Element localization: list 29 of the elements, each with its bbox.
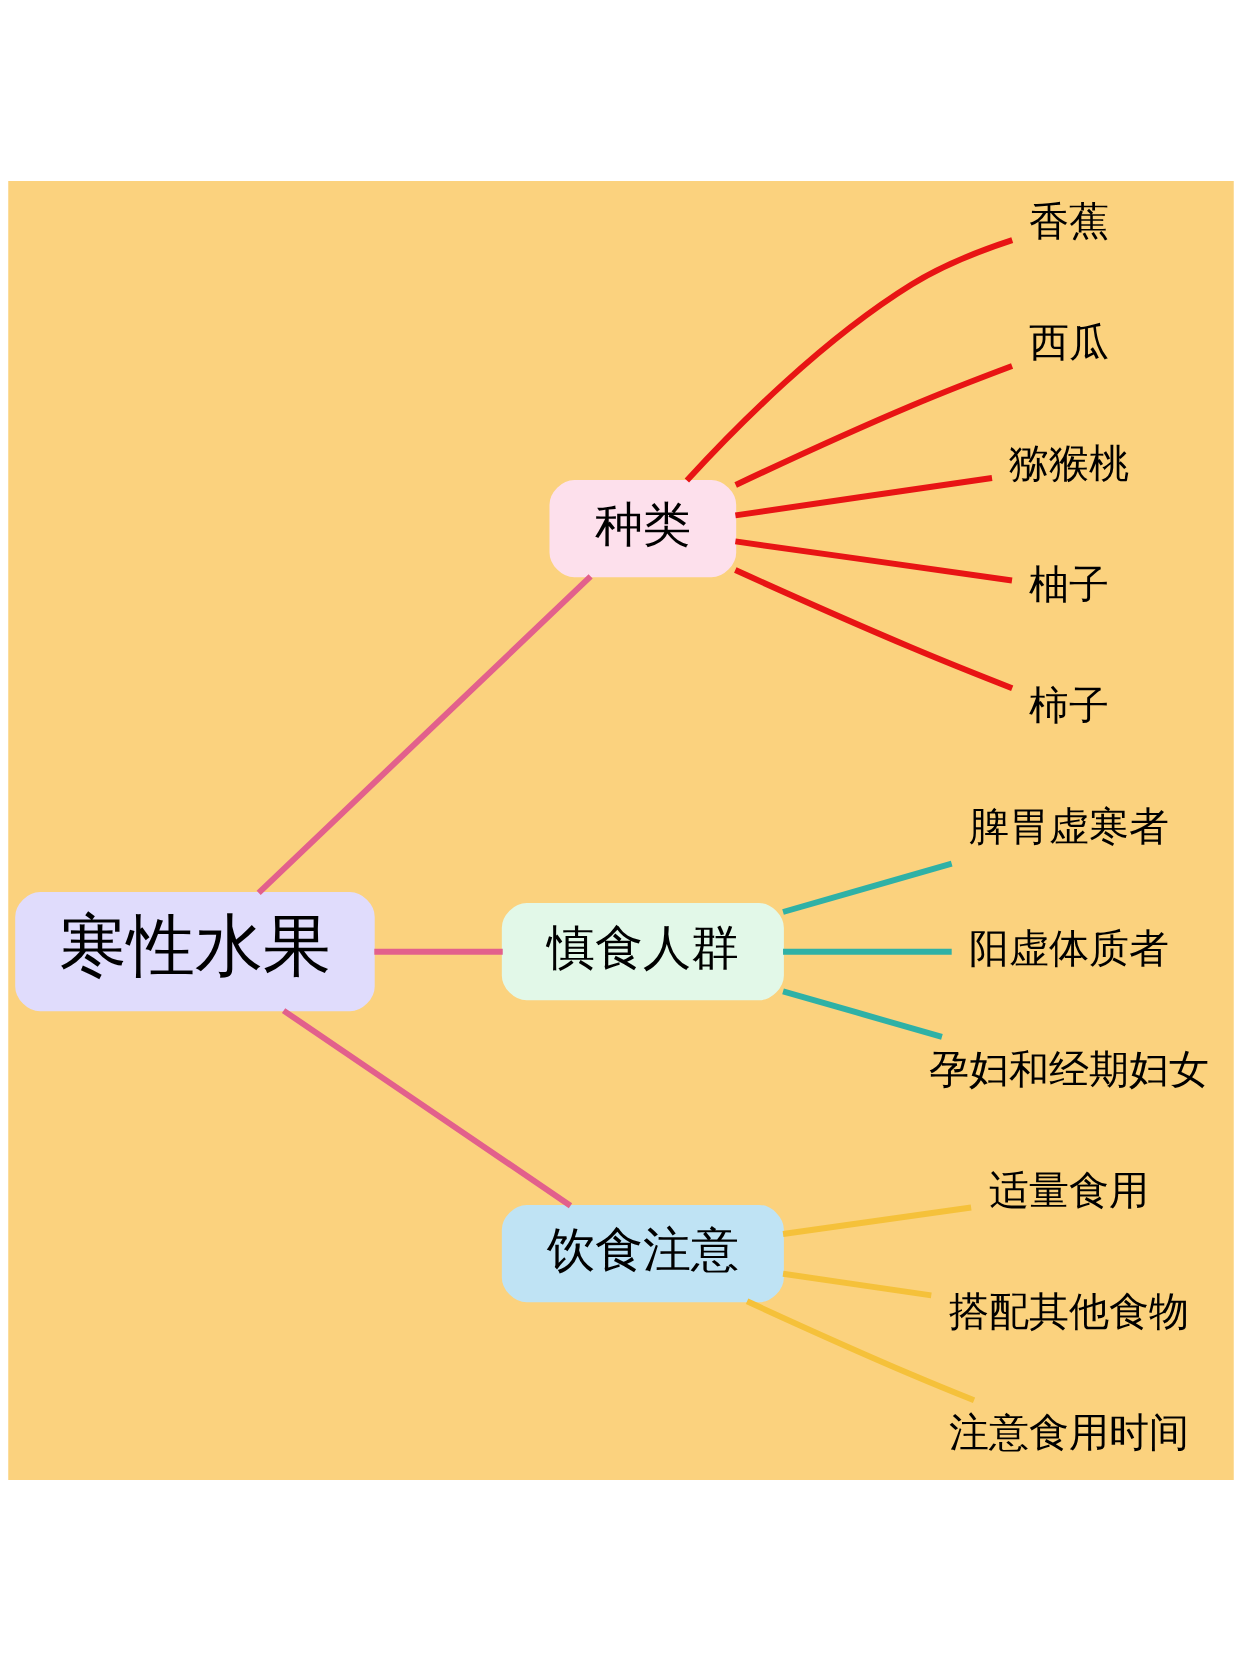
node-text: 香蕉 [1028, 197, 1109, 244]
connector [783, 948, 952, 955]
node-text: 猕猴桃 [1008, 439, 1129, 486]
node-text: 注意食用时间 [948, 1408, 1189, 1455]
connector [734, 474, 993, 518]
node-box: 种类 [549, 479, 737, 577]
node-box: 寒性水果 [15, 891, 375, 1011]
connector [745, 1298, 976, 1403]
connector [782, 987, 943, 1040]
node-text: 柿子 [1028, 681, 1109, 728]
connector [782, 1270, 932, 1298]
connector [684, 236, 1014, 483]
connector [281, 1007, 573, 1208]
node-text: 孕妇和经期妇女 [928, 1045, 1209, 1092]
connector [782, 1204, 972, 1237]
connector [734, 362, 1014, 488]
connector [734, 537, 1013, 583]
node-text: 脾胃虚寒者 [968, 802, 1169, 849]
node-box: 饮食注意 [501, 1204, 784, 1302]
node-box: 慎食人群 [501, 902, 784, 1000]
connector [734, 566, 1014, 691]
node-text: 适量食用 [988, 1166, 1149, 1213]
connector [374, 948, 503, 955]
connector [256, 573, 593, 895]
node-text: 西瓜 [1028, 318, 1109, 365]
node-text: 搭配其他食物 [948, 1287, 1189, 1334]
node-text: 柚子 [1028, 560, 1109, 607]
node-text: 阳虚体质者 [968, 924, 1169, 971]
connector [782, 860, 953, 915]
